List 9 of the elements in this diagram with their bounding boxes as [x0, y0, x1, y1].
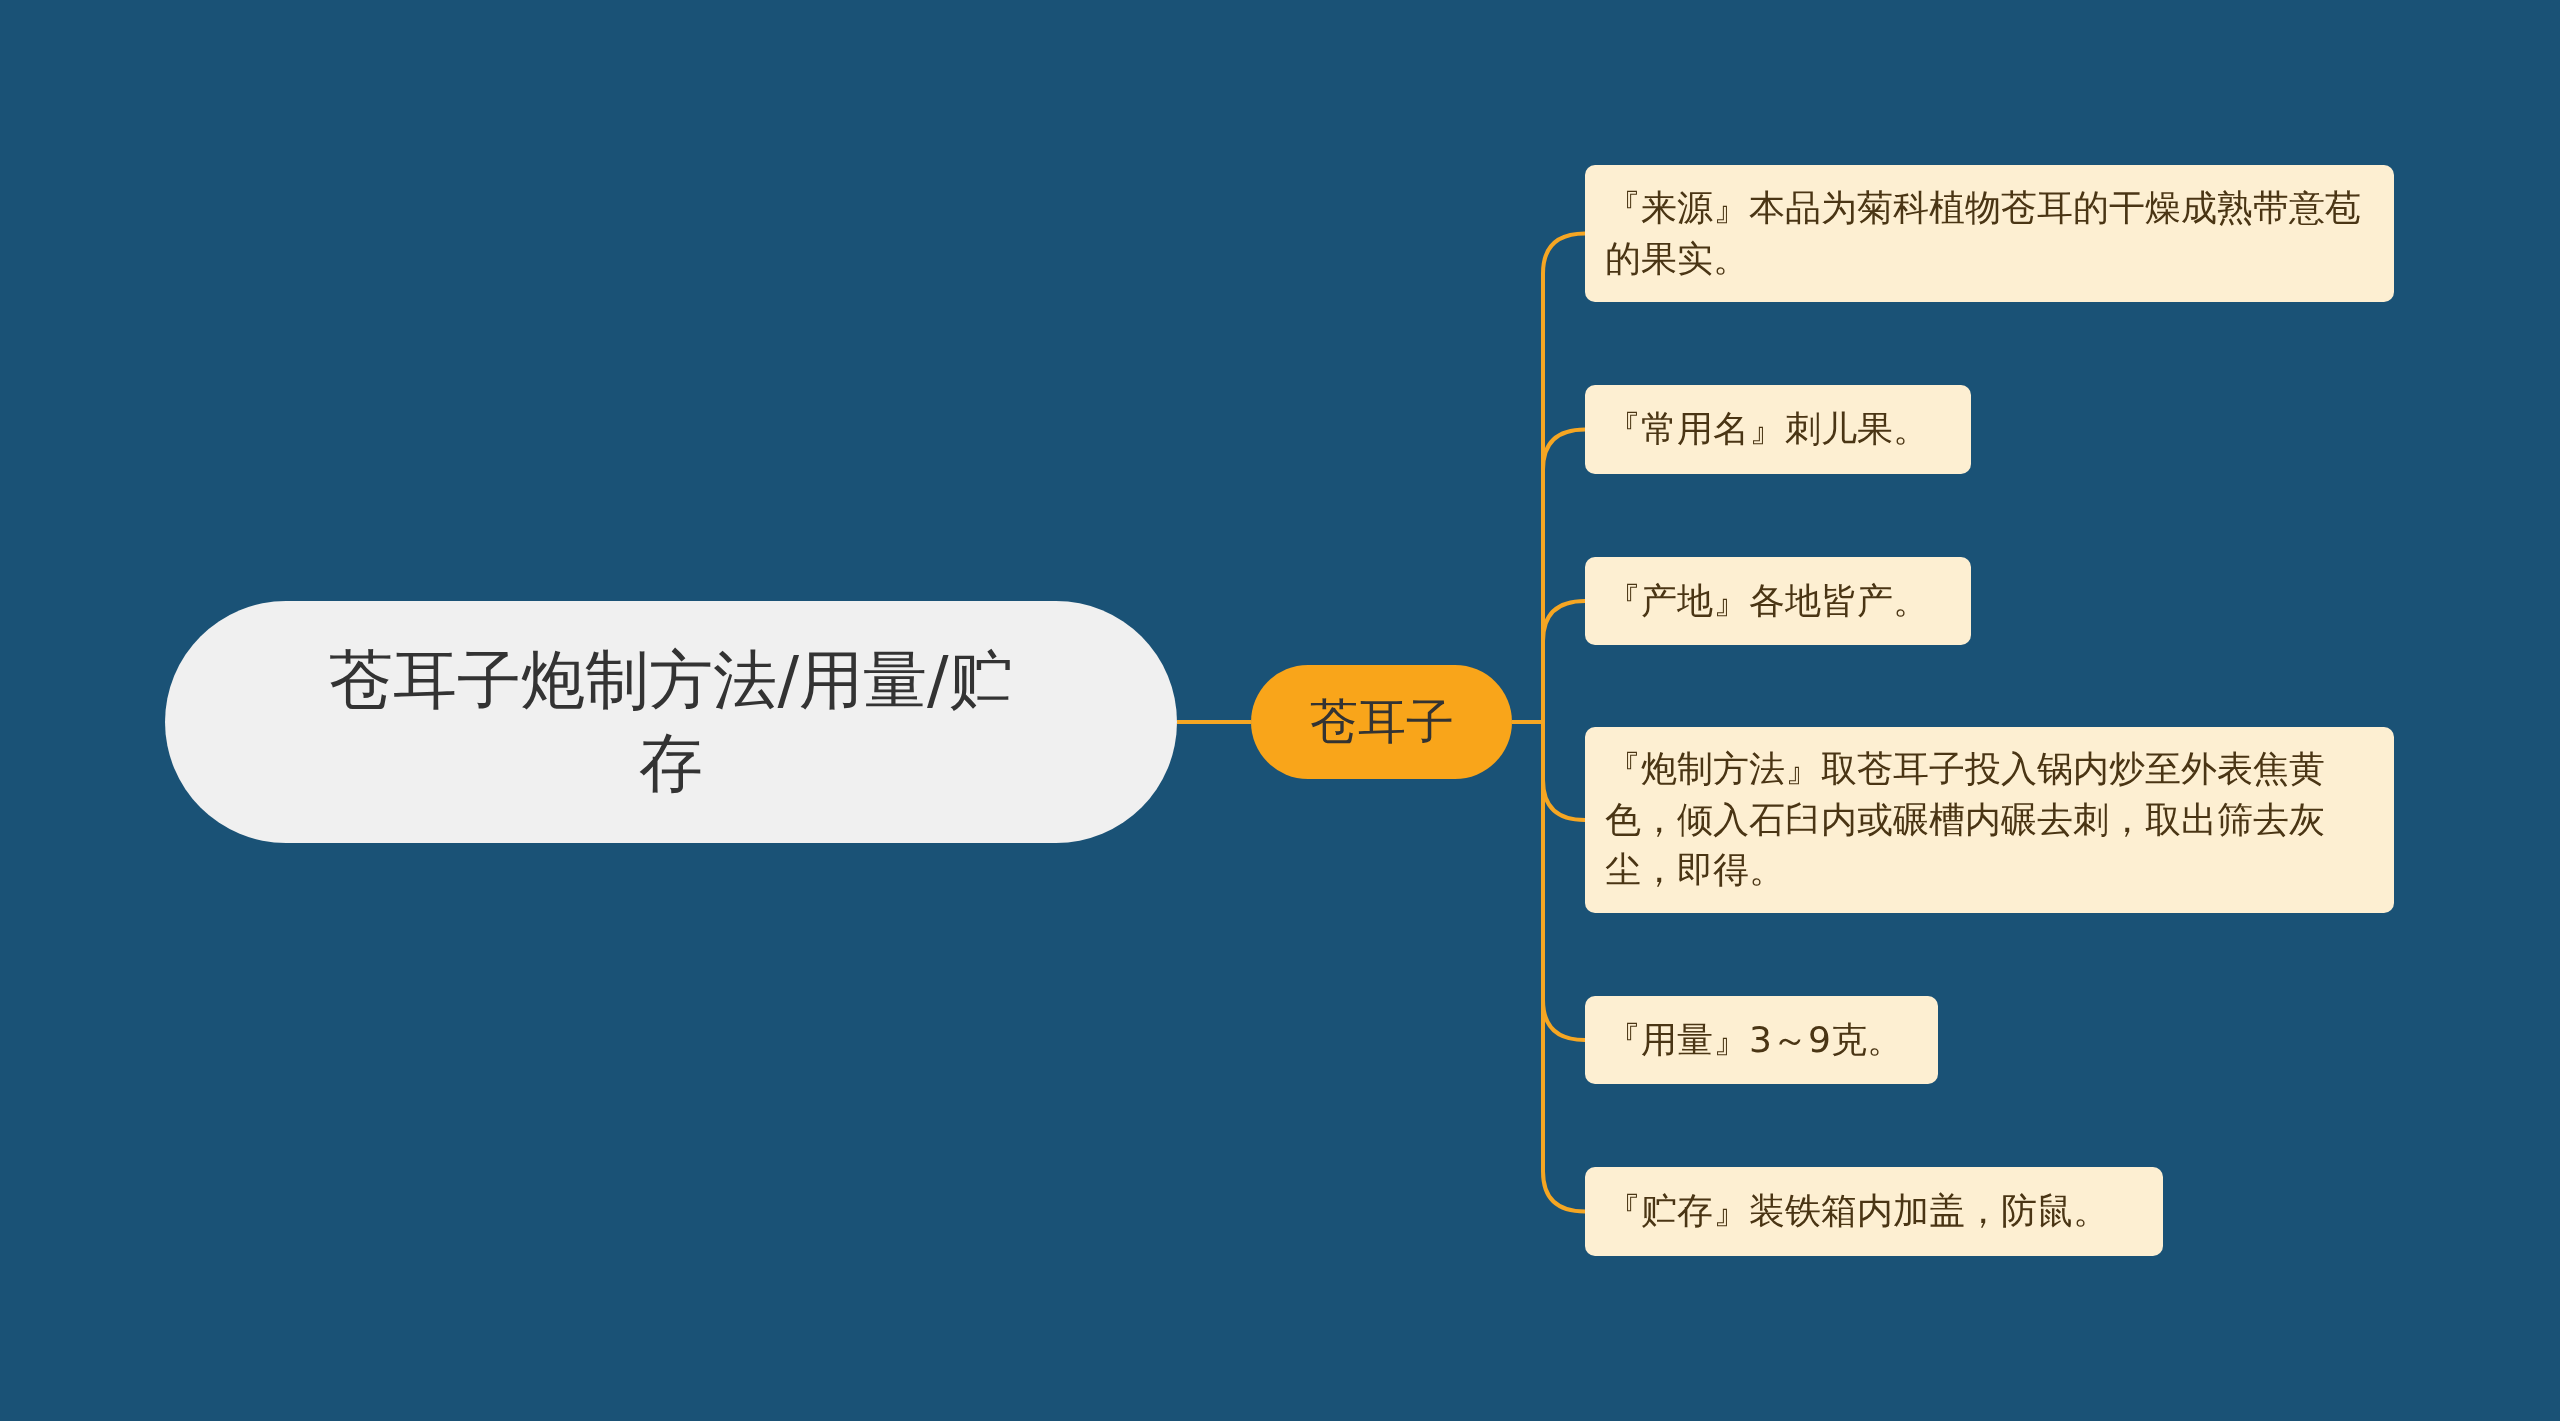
topic-pill: 苍耳子炮制方法/用量/贮存	[165, 601, 1177, 843]
connector-line	[1177, 720, 1251, 724]
note-box: 『用量』3～9克。	[1585, 996, 1938, 1084]
note-box: 『来源』本品为菊科植物苍耳的干燥成熟带意苞的果实。	[1585, 165, 2394, 302]
note-box: 『炮制方法』取苍耳子投入锅内炒至外表焦黄色，倾入石臼内或碾槽内碾去刺，取出筛去灰尘，即得。	[1585, 727, 2394, 913]
note-box: 『产地』各地皆产。	[1585, 557, 1971, 645]
branch-pill: 苍耳子	[1251, 665, 1512, 779]
note-box: 『常用名』刺儿果。	[1585, 385, 1971, 474]
note-box: 『贮存』装铁箱内加盖，防鼠。	[1585, 1167, 2163, 1256]
